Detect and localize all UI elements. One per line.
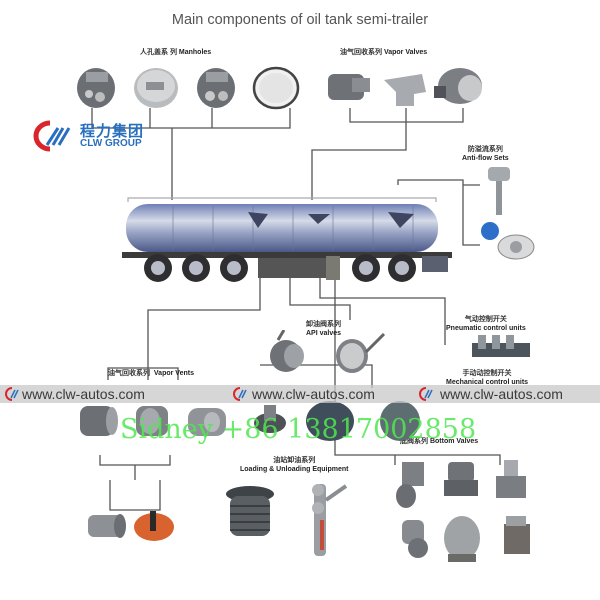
vapor-vent-3 [188,408,226,436]
vapor-vents-label: 油气回收系列 Vapor Vents [108,370,194,377]
vapor-cap [134,511,174,541]
api-valve-2 [336,332,386,373]
api-valves-connector [289,272,351,320]
bottom-valves-connector [334,272,501,465]
tank-body [126,204,438,252]
manhole-cover-2 [134,68,178,108]
handrail [127,197,437,202]
bellows-vent [226,486,274,536]
overfill-sensor-probe [488,167,510,215]
clw-logo-icon [33,120,71,152]
manhole-cover-3 [197,68,235,108]
loading-label: 油站卸油系列 Loading & Unloading Equipment [240,457,349,473]
vapor-vent-1 [80,406,118,436]
bottom-valve-6 [504,516,530,554]
pneumatic-control-unit [472,335,530,357]
manholes-label: 人孔盖系 列 Manholes [140,49,212,56]
vapor-valves-label: 油气回收系列 Vapor Valves [340,49,428,56]
brand-name-en: CLW GROUP [80,138,142,149]
compartment-valve-3 [388,212,414,228]
loading-lower-group [226,484,348,556]
bottom-valve-5 [444,516,480,562]
diagram-title: Main components of oil tank semi-trailer [171,12,429,28]
vapor-coupler [88,514,126,538]
valve-box [258,258,328,278]
vapor-vents-lower-bracket [99,455,171,511]
vapor-vents-group [80,406,226,436]
anti-flow-label: 防溢流系列 Anti-flow Sets [462,146,509,162]
pneumatic-label: 气动控制开关 Pneumatic control units [446,316,526,332]
vapor-valves-group [328,68,482,106]
anti-flow-group [481,167,535,260]
bottom-valve-4 [402,520,428,558]
vapor-valve-2 [384,74,426,106]
manholes-bracket [91,108,291,129]
controls-connector [319,272,446,345]
manholes-group [77,66,300,110]
bottom-valve-2 [444,462,478,496]
watermark-logo-icon-2 [233,387,247,401]
watermark-logo-icon-1 [5,387,19,401]
api-valves-label: 卸油阀系列 API valves [306,321,342,337]
api-valve-1 [270,330,304,372]
vapor-valves-bracket [349,108,464,123]
vapor-vent-2 [136,406,168,436]
overfill-socket [497,234,535,260]
bottom-valve-1 [396,462,424,508]
watermark-url-3: www.clw-autos.com [440,386,563,402]
vapor-valve-1 [328,74,370,100]
watermark-url-1: www.clw-autos.com [22,386,145,402]
compartment-valve-1 [248,212,268,228]
dome-cover [306,401,354,441]
bottom-valve-3 [496,460,526,498]
watermark-phone: Sidney +86 13817002858 [120,414,477,445]
bottom-valves-group [396,460,530,562]
compartment-valve-2 [308,214,330,224]
manhole-cover-4 [252,66,300,110]
brand-name-cn: 程力集团 [80,123,145,140]
manhole-cover-1 [77,68,115,108]
anti-flow-connector [397,179,480,246]
tanker-trailer[interactable] [118,178,458,286]
bottom-valves-label: 底阀系列 Bottom Valves [400,438,479,445]
loading-adapter [254,405,286,433]
api-valves-group [270,330,386,373]
clw-group-logo: 程力集团 CLW GROUP [30,120,170,154]
watermark-band [0,385,600,403]
dust-cap [380,401,420,441]
loading-arm [312,484,348,556]
vapor-valve-3 [434,68,482,104]
watermark-url-2: www.clw-autos.com [252,386,375,402]
vapor-coupler-group [88,511,174,541]
loading-upper-group [254,401,420,441]
vapor-vents-connector [107,272,261,380]
watermark-logo-icon-3 [419,387,433,401]
chassis [122,252,452,258]
mechanical-label: 手动动控制开关 Mechanical control units [446,370,529,386]
overfill-socket-cap [481,222,499,240]
